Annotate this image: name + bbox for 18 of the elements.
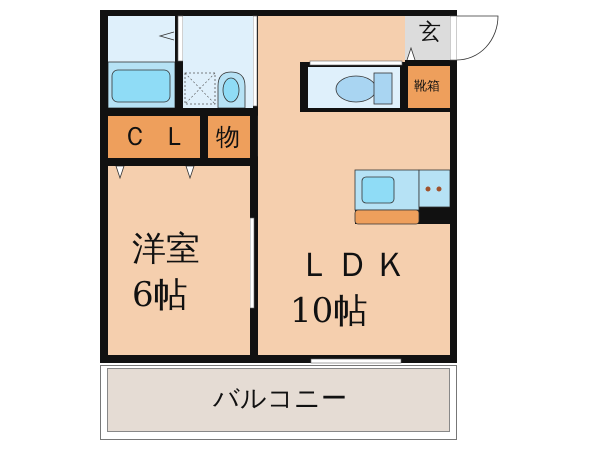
- room-size-label: 6帖: [132, 278, 188, 312]
- bedroom: [108, 166, 250, 355]
- entrance: [405, 16, 450, 60]
- room-label: 物: [216, 125, 240, 149]
- room-label: ＬＤＫ: [298, 248, 412, 282]
- washroom: [183, 16, 253, 108]
- balcony: [100, 365, 457, 440]
- closet: [108, 116, 200, 158]
- bathroom: [108, 16, 175, 108]
- room-label: 靴箱: [414, 80, 440, 93]
- shoe-cabinet: [408, 66, 450, 108]
- room-size-label: 10帖: [290, 294, 368, 328]
- room-label: 洋室: [132, 232, 200, 266]
- room-label: ＣＬ: [122, 124, 202, 150]
- room-label: バルコニー: [213, 386, 347, 412]
- toilet-room: [308, 67, 400, 108]
- room-label: 玄: [419, 22, 441, 44]
- storage: [208, 116, 250, 158]
